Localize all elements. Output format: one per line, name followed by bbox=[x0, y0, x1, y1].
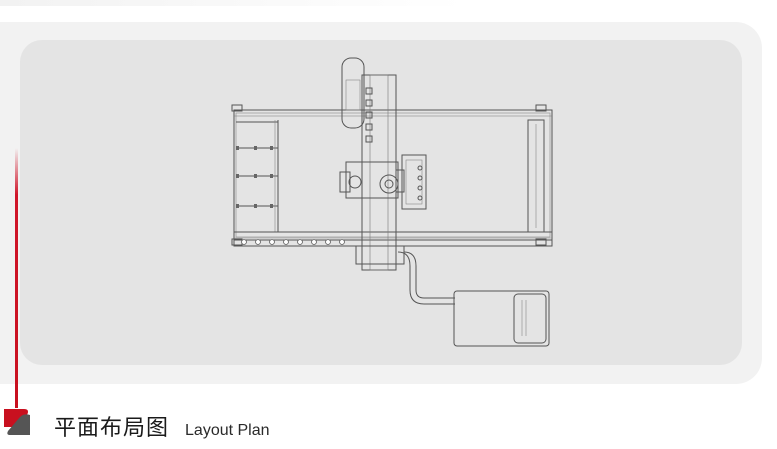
section-caption: 平面布局图 Layout Plan bbox=[54, 410, 270, 442]
control-cabinet bbox=[453, 290, 550, 347]
drawing-panel bbox=[20, 40, 742, 365]
tool-magazine bbox=[401, 154, 427, 210]
caption-title-en: Layout Plan bbox=[185, 422, 270, 439]
accent-line bbox=[15, 148, 18, 408]
brand-swoosh-icon bbox=[4, 409, 31, 435]
gantry-beam bbox=[361, 74, 397, 271]
spindle-carriage bbox=[345, 161, 399, 199]
bottom-rail bbox=[233, 231, 553, 247]
top-gradient bbox=[0, 0, 777, 6]
control-cable bbox=[397, 251, 455, 305]
caption-title-zh: 平面布局图 bbox=[54, 416, 170, 441]
machine-frame bbox=[233, 109, 553, 241]
